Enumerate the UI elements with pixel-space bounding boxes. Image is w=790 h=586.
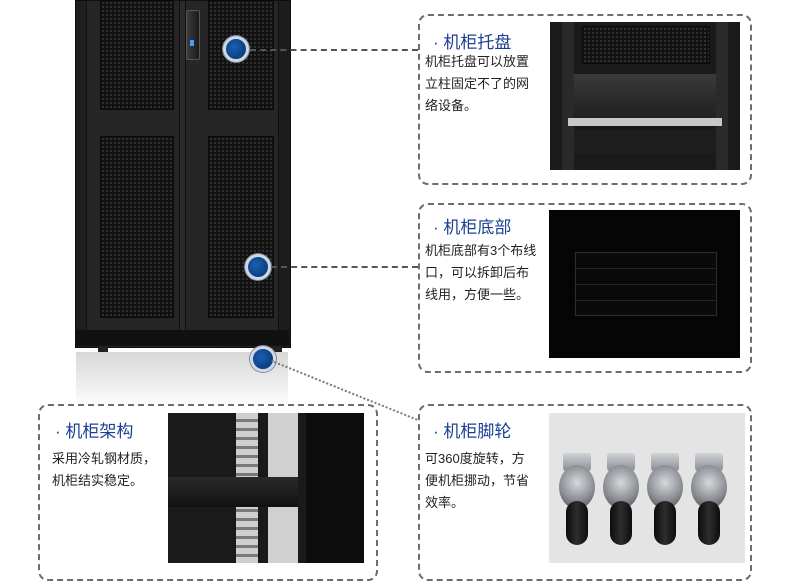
tray-description: 机柜托盘可以放置 立柱固定不了的网 络设备。 (425, 54, 530, 113)
right-lower-mesh (208, 136, 274, 318)
tray-leader (250, 49, 418, 51)
door-handle (186, 10, 200, 60)
bottom-title: · 机柜底部 (433, 218, 512, 237)
lock-indicator (190, 40, 194, 46)
bottom-marker[interactable] (245, 254, 271, 280)
tray-photo (550, 22, 740, 170)
bottom-description: 机柜底部有3个布线 口，可以拆卸后布 线用，方便一些。 (425, 243, 537, 302)
casters-photo (549, 413, 745, 563)
frame-description: 采用冷轧钢材质， 机柜结实稳定。 (52, 451, 157, 488)
casters-title: · 机柜脚轮 (433, 422, 512, 441)
tray-marker[interactable] (223, 36, 249, 62)
bottom-leader (271, 266, 418, 268)
tray-title: · 机柜托盘 (433, 33, 512, 52)
caster-marker[interactable] (250, 346, 276, 372)
frame-photo (168, 413, 364, 563)
bottom-photo (549, 210, 740, 358)
frame-title: · 机柜架构 (55, 422, 134, 441)
casters-description: 可360度旋转，方 便机柜挪动，节省 效率。 (425, 451, 530, 510)
cabinet-base (75, 330, 289, 346)
left-lower-mesh (100, 136, 174, 318)
left-upper-mesh (100, 0, 174, 110)
